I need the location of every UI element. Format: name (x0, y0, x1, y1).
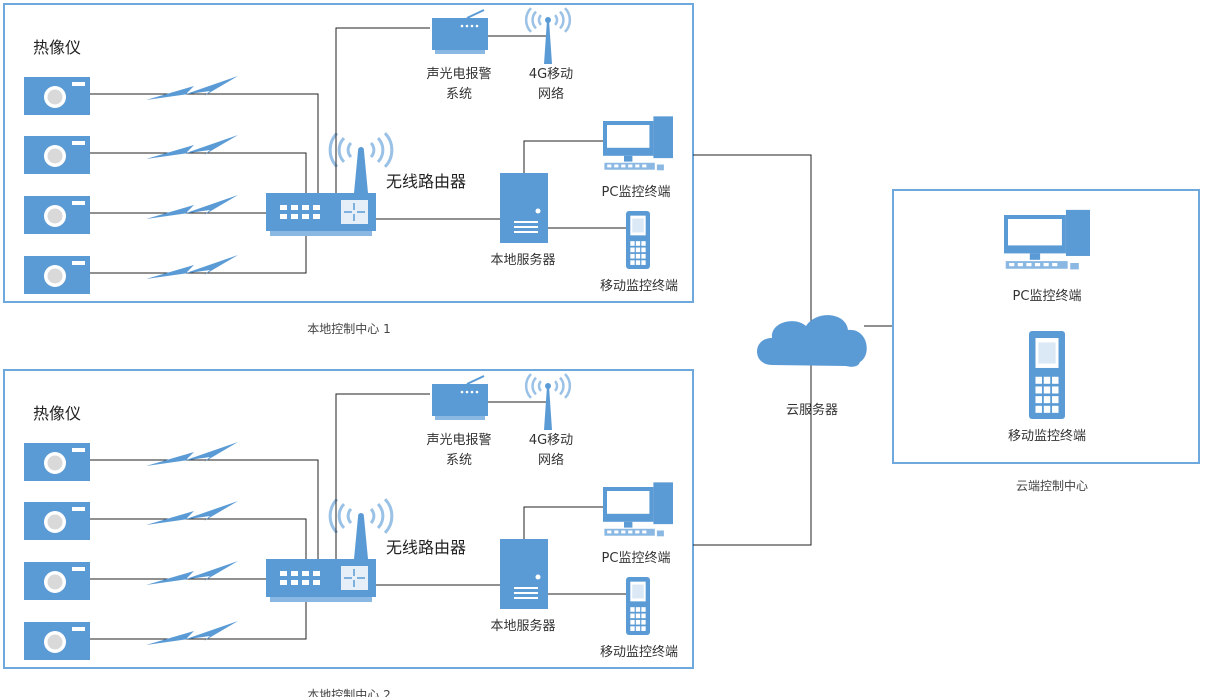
pc-monitor-icon (603, 116, 673, 171)
pc-label: PC监控终端 (602, 184, 671, 200)
camera-link (90, 602, 307, 640)
cloud-label: 云服务器 (786, 402, 838, 418)
server-icon (500, 539, 548, 609)
cloud-mobile-label: 移动监控终端 (1008, 428, 1086, 444)
thermal-camera-icon (24, 622, 90, 660)
wireless-signal-icon (146, 76, 238, 100)
server-label: 本地服务器 (490, 618, 555, 634)
mobile-phone-icon (626, 211, 650, 269)
thermal-camera-icon (24, 443, 90, 481)
wireless-signal-icon (146, 621, 238, 645)
thermal-camera-icon (24, 77, 90, 115)
wireless-signal-icon (146, 442, 238, 466)
wireless-router-icon (266, 132, 394, 236)
cloud-center-caption: 云端控制中心 (1016, 478, 1088, 493)
thermal-camera-icon (24, 196, 90, 234)
mobile-label: 移动监控终端 (600, 644, 678, 660)
alarm-device-icon (432, 9, 488, 54)
thermal-camera-icon (24, 502, 90, 540)
cloud-icon (757, 315, 867, 367)
router-label: 无线路由器 (386, 172, 466, 191)
4g-antenna-icon (524, 7, 572, 64)
wireless-signal-icon (146, 501, 238, 525)
center1-cloud-link (693, 154, 812, 330)
4g-antenna-icon (524, 373, 572, 430)
pc-label: PC监控终端 (602, 550, 671, 566)
4g-label: 4G移动 (529, 67, 573, 82)
pc-link (523, 506, 604, 539)
alarm-device-icon (432, 375, 488, 420)
cloud-pc-label: PC监控终端 (1013, 288, 1082, 304)
wireless-signal-icon (146, 135, 238, 159)
camera-label: 热像仪 (33, 404, 81, 423)
pc-link (523, 140, 604, 173)
camera-link (90, 236, 307, 274)
alarm-label-line2: 系统 (446, 453, 472, 468)
mobile-label: 移动监控终端 (600, 278, 678, 294)
thermal-camera-icon (24, 256, 90, 294)
router-label: 无线路由器 (386, 538, 466, 557)
center-caption: 本地控制中心 1 (307, 321, 390, 336)
4g-label-line2: 网络 (538, 452, 564, 468)
wireless-signal-icon (146, 195, 238, 219)
mobile-phone-icon (626, 577, 650, 635)
thermal-camera-icon (24, 136, 90, 174)
4g-label: 4G移动 (529, 433, 573, 448)
wireless-signal-icon (146, 561, 238, 585)
camera-link (90, 518, 307, 559)
alarm-link (335, 393, 430, 559)
center-caption: 本地控制中心 2 (307, 687, 390, 697)
center2-cloud-link (693, 365, 812, 546)
mobile-phone-icon (1029, 331, 1065, 419)
camera-link (90, 93, 319, 193)
alarm-label: 声光电报警 (426, 66, 491, 82)
pc-monitor-icon (603, 482, 673, 537)
alarm-link (335, 27, 430, 193)
wireless-signal-icon (146, 255, 238, 279)
camera-link (90, 152, 307, 193)
pc-monitor-icon (1004, 209, 1090, 270)
alarm-label-line2: 系统 (446, 87, 472, 102)
thermal-camera-icon (24, 562, 90, 600)
camera-label: 热像仪 (33, 38, 81, 57)
alarm-label: 声光电报警 (426, 432, 491, 448)
server-label: 本地服务器 (490, 252, 555, 268)
wireless-router-icon (266, 498, 394, 602)
camera-link (90, 459, 319, 559)
server-icon (500, 173, 548, 243)
4g-label-line2: 网络 (538, 86, 564, 102)
